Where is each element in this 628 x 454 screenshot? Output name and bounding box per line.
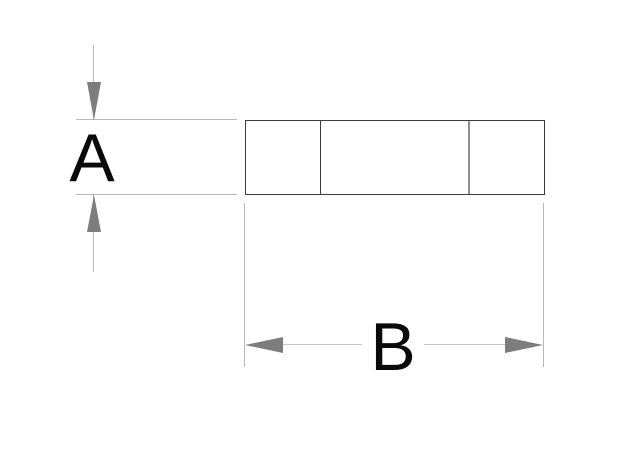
arrow-right-icon: [505, 337, 543, 353]
part-divider-right: [468, 121, 470, 194]
dimension-b-label: B: [362, 311, 424, 383]
part-outline: [245, 120, 545, 195]
extension-line-a-bottom: [76, 194, 237, 195]
extension-line-b-right: [543, 203, 544, 367]
dimension-line-a-lower: [93, 195, 94, 272]
arrow-left-icon: [245, 337, 283, 353]
extension-line-a-top: [76, 119, 237, 120]
extension-line-b-left: [244, 203, 245, 367]
arrow-down-icon: [87, 82, 101, 120]
arrow-up-icon: [87, 195, 101, 232]
part-divider-left: [320, 121, 321, 194]
dimension-a-label: A: [69, 119, 115, 196]
